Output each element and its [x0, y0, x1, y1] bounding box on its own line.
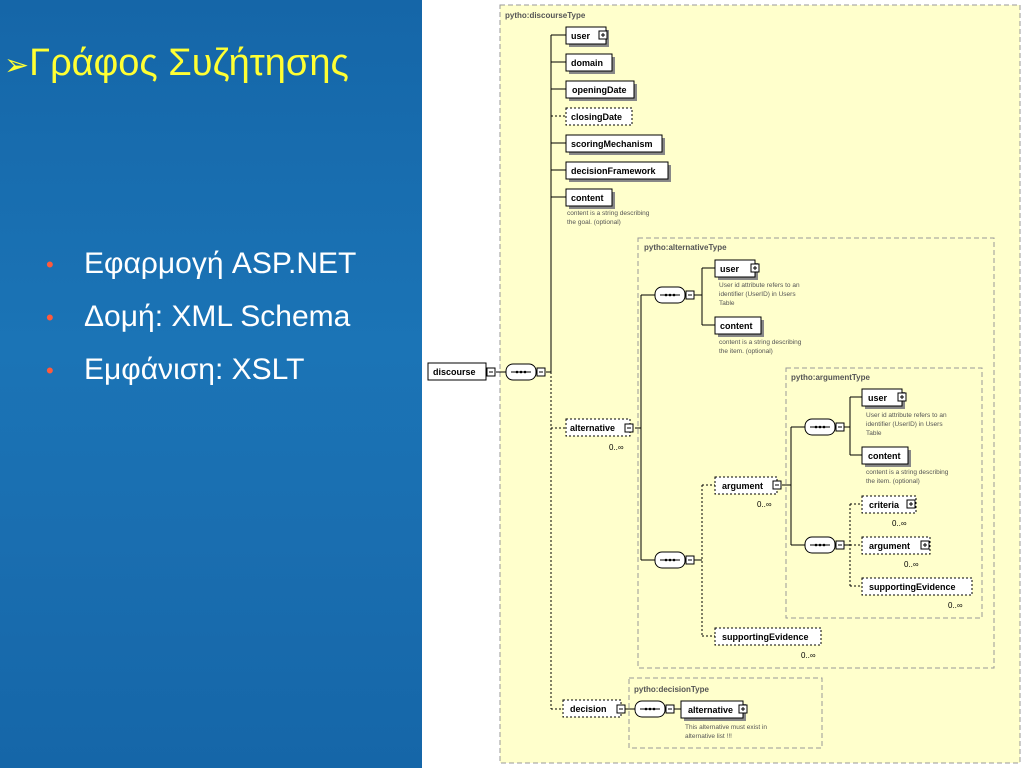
argument-type-group: [785, 367, 983, 619]
argument-type-label: pytho:argumentType: [791, 373, 871, 382]
decision-framework-label: decisionFramework: [571, 166, 657, 176]
alt-supporting-evidence-node[interactable]: supportingEvidence: [714, 627, 822, 646]
criteria-label: criteria: [869, 500, 900, 510]
arg-argument-node[interactable]: argument: [861, 536, 931, 555]
decision-label: decision: [570, 704, 607, 714]
arg-supporting-evidence-node[interactable]: supportingEvidence: [861, 577, 973, 596]
scoring-mechanism-node[interactable]: scoringMechanism: [565, 134, 665, 155]
alt-supporting-evidence-label: supportingEvidence: [722, 632, 809, 642]
domain-label: domain: [571, 58, 603, 68]
closing-date-label: closingDate: [571, 112, 622, 122]
decision-node[interactable]: decision: [562, 699, 626, 718]
arg-supporting-evidence-cardinality: 0..∞: [948, 601, 963, 610]
criteria-node[interactable]: criteria: [861, 495, 917, 514]
item-annotation-line: the item. (optional): [719, 348, 773, 355]
alternative-type-label: pytho:alternativeType: [644, 243, 727, 252]
bullet-dot-icon: •: [46, 358, 54, 384]
user-id-annotation-line: User id attribute refers to an: [866, 412, 947, 419]
argument-node[interactable]: argument: [714, 476, 782, 495]
slide-title-text: Γράφος Συζήτησης: [29, 42, 349, 84]
arg-content-label: content: [868, 451, 901, 461]
user-id-annotation-line: User id attribute refers to an: [719, 282, 800, 289]
arg-argument-label: argument: [869, 541, 910, 551]
content-node[interactable]: content: [565, 188, 615, 209]
alternative-node[interactable]: alternative: [565, 418, 634, 437]
item-annotation-line: the item. (optional): [866, 478, 920, 485]
alt-exists-annotation-line: This alternative must exist in: [685, 724, 767, 731]
decision-alternative-node[interactable]: alternative: [680, 700, 748, 721]
bullet-item: • Εμφάνιση: XSLT: [46, 344, 356, 397]
sequence-compositor: [505, 363, 546, 381]
closing-date-node[interactable]: closingDate: [565, 107, 633, 126]
discourse-label: discourse: [433, 367, 476, 377]
domain-node[interactable]: domain: [565, 53, 615, 74]
arrow-bullet-icon: ➢: [4, 49, 30, 82]
item-annotation-line: content is a string describing: [866, 469, 949, 476]
connectors: [496, 34, 862, 710]
alt-exists-annotation-line: alternative list !!!: [685, 733, 732, 740]
user-id-annotation-line: Table: [866, 430, 882, 437]
optional-connectors: [550, 115, 862, 710]
bullet-dot-icon: •: [46, 305, 54, 331]
sequence-compositor: [654, 286, 695, 304]
user-id-annotation-line: identifier (UserID) in Users: [719, 291, 796, 298]
decision-type-label: pytho:decisionType: [634, 685, 710, 694]
goal-annotation-line: the goal. (optional): [567, 219, 621, 226]
sequence-compositor: [634, 700, 675, 718]
goal-annotation-line: content is a string describing: [567, 210, 650, 217]
bullet-text: Δομή: XML Schema: [84, 300, 351, 334]
sequence-compositor: [654, 551, 695, 569]
alternative-cardinality: 0..∞: [609, 443, 624, 452]
user-node[interactable]: user: [565, 26, 609, 47]
bullet-list: • Εφαρμογή ASP.NET • Δομή: XML Schema • Εμφ…: [46, 238, 356, 397]
sequence-compositor: [804, 418, 845, 436]
user-label: user: [571, 31, 591, 41]
alternative-label: alternative: [570, 423, 615, 433]
arg-user-label: user: [868, 393, 888, 403]
supporting-evidence-cardinality: 0..∞: [801, 651, 816, 660]
opening-date-label: openingDate: [572, 85, 627, 95]
bullet-text: Εφαρμογή ASP.NET: [84, 247, 357, 280]
user-id-annotation-line: identifier (UserID) in Users: [866, 421, 943, 428]
bullet-item: • Δομή: XML Schema: [46, 291, 356, 344]
discourse-node[interactable]: discourse: [427, 362, 496, 381]
content-label: content: [571, 193, 604, 203]
slide-title: ➢Γράφος Συζήτησης: [4, 42, 349, 85]
decision-framework-node[interactable]: decisionFramework: [565, 161, 671, 182]
argument-cardinality: 0..∞: [757, 500, 772, 509]
discourse-type-label: pytho:discourseType: [505, 11, 586, 20]
arg-argument-cardinality: 0..∞: [904, 560, 919, 569]
bullet-item: • Εφαρμογή ASP.NET: [46, 238, 356, 291]
alt-content-node[interactable]: content: [714, 316, 764, 337]
alt-user-node[interactable]: user: [714, 259, 760, 280]
slide-left-panel: ➢Γράφος Συζήτησης • Εφαρμογή ASP.NET • Δομ…: [0, 0, 422, 768]
user-id-annotation-line: Table: [719, 300, 735, 307]
item-annotation-line: content is a string describing: [719, 339, 802, 346]
decision-alternative-label: alternative: [688, 705, 733, 715]
bullet-dot-icon: •: [46, 252, 54, 278]
sequence-compositor: [804, 536, 845, 554]
alt-user-label: user: [720, 264, 740, 274]
criteria-cardinality: 0..∞: [892, 519, 907, 528]
arg-supporting-evidence-label: supportingEvidence: [869, 582, 956, 592]
alt-content-label: content: [720, 321, 753, 331]
arg-content-node[interactable]: content: [861, 446, 911, 467]
opening-date-node[interactable]: openingDate: [565, 80, 637, 101]
argument-label: argument: [722, 481, 763, 491]
scoring-mechanism-label: scoringMechanism: [571, 139, 653, 149]
arg-user-node[interactable]: user: [861, 388, 907, 409]
bullet-text: Εμφάνιση: XSLT: [84, 353, 305, 387]
